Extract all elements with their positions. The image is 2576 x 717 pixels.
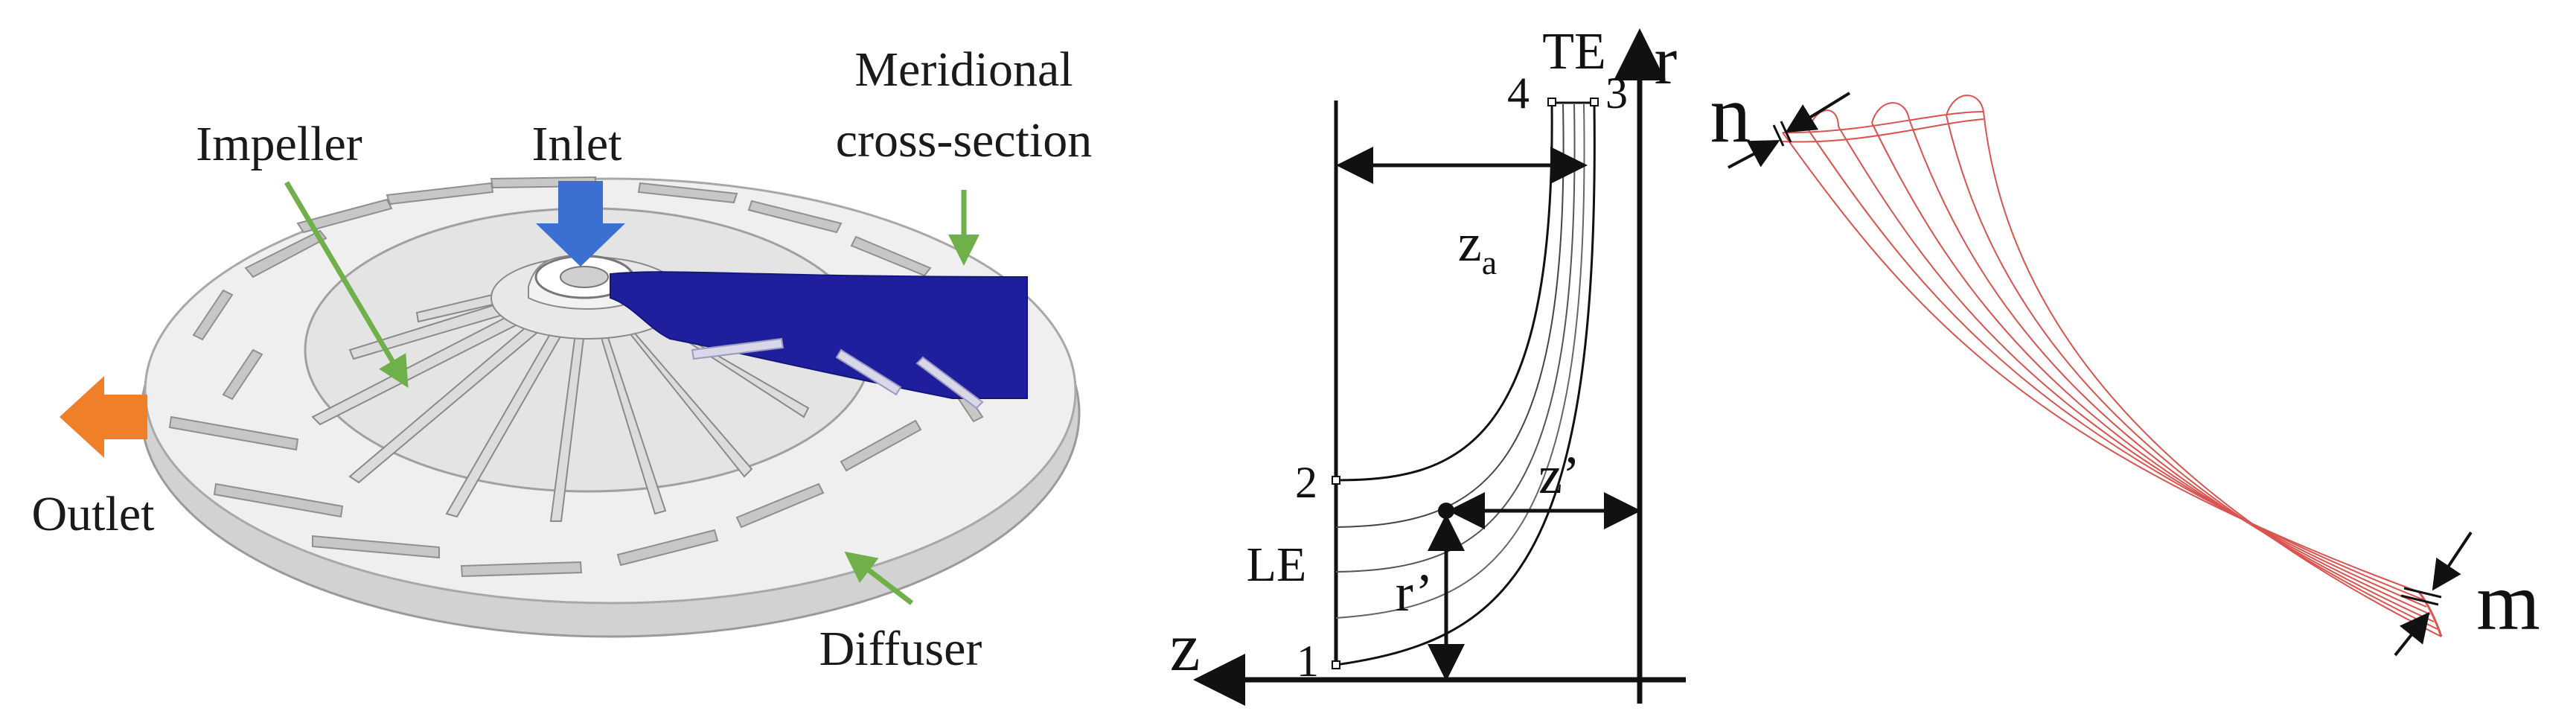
streamline-1 <box>1335 103 1565 528</box>
shroud-curve <box>1335 103 1553 482</box>
panel-a-compressor: Impeller Inlet Meridional cross-section … <box>32 42 1093 676</box>
n-arrow-lower <box>1728 140 1780 169</box>
diffuser-pointer <box>844 551 914 605</box>
label-impeller: Impeller <box>196 117 362 171</box>
label-cross-section: cross-section <box>836 113 1093 168</box>
blade-line-1 <box>1782 132 2420 593</box>
panel-c-blades <box>1782 95 2443 637</box>
outlet-arrow <box>60 376 147 458</box>
m-arrow-lower <box>2394 611 2430 657</box>
label-m: m <box>2476 556 2540 647</box>
label-z-prime: z’ <box>1538 445 1580 505</box>
panel-c-labels: n m <box>1710 68 2540 647</box>
section-vane-cuts <box>691 337 984 410</box>
blade-tip-loop-1 <box>1808 109 1839 131</box>
m-tick-2 <box>2400 594 2439 606</box>
blade-line-4 <box>1871 122 2431 615</box>
n-tick-2 <box>1780 121 1792 143</box>
label-point-2: 2 <box>1295 458 1317 507</box>
m-arrow-upper <box>2432 531 2473 591</box>
blade-tip-loop-2 <box>1871 102 1910 124</box>
label-te: TE <box>1542 23 1606 80</box>
label-z-axis: z <box>1170 609 1201 685</box>
blade-line-2 <box>1808 130 2423 600</box>
label-outlet: Outlet <box>32 487 155 541</box>
inlet-arrow <box>536 181 625 267</box>
m-tick-1 <box>2403 587 2442 599</box>
label-le: LE <box>1247 538 1307 592</box>
blade-line-3 <box>1838 126 2427 608</box>
label-za-main: z <box>1458 213 1482 273</box>
blade-line-9 <box>1782 118 1984 143</box>
point-1-marker <box>1332 660 1340 669</box>
label-r-prime: r’ <box>1396 563 1434 622</box>
blade-trailing-edge <box>2417 591 2443 637</box>
n-tick-1 <box>1772 124 1785 147</box>
label-inlet: Inlet <box>532 117 622 171</box>
point-2-marker <box>1332 476 1340 485</box>
streamline-3 <box>1335 103 1585 619</box>
label-n: n <box>1710 68 1751 159</box>
panel-c-dimensions <box>1728 92 2473 657</box>
label-point-1: 1 <box>1297 637 1319 686</box>
blade-line-5 <box>1908 118 2435 622</box>
label-point-3: 3 <box>1605 68 1628 118</box>
label-point-4: 4 <box>1507 68 1530 118</box>
point-3-marker <box>1590 98 1599 106</box>
label-za-sub: a <box>1482 243 1497 281</box>
hub-curve <box>1335 103 1596 666</box>
label-r-axis: r <box>1655 22 1678 98</box>
impeller-eye-inner <box>560 266 609 288</box>
label-diffuser: Diffuser <box>819 622 982 676</box>
impeller-pointer <box>284 181 409 389</box>
panel-b-meridional <box>1193 28 1686 706</box>
point-4-marker <box>1547 98 1556 106</box>
label-za: za <box>1458 213 1497 281</box>
panel-b-labels: TE r z 4 3 2 1 LE za z’ r’ <box>1170 22 1678 686</box>
n-arrow-upper <box>1785 92 1851 133</box>
label-meridional: Meridional <box>854 42 1073 97</box>
blade-line-7 <box>1983 111 2442 637</box>
blade-line-6 <box>1946 115 2438 630</box>
streamline-2 <box>1335 103 1576 573</box>
blade-tip-loop-3 <box>1946 95 1984 116</box>
sample-point <box>1438 503 1454 519</box>
